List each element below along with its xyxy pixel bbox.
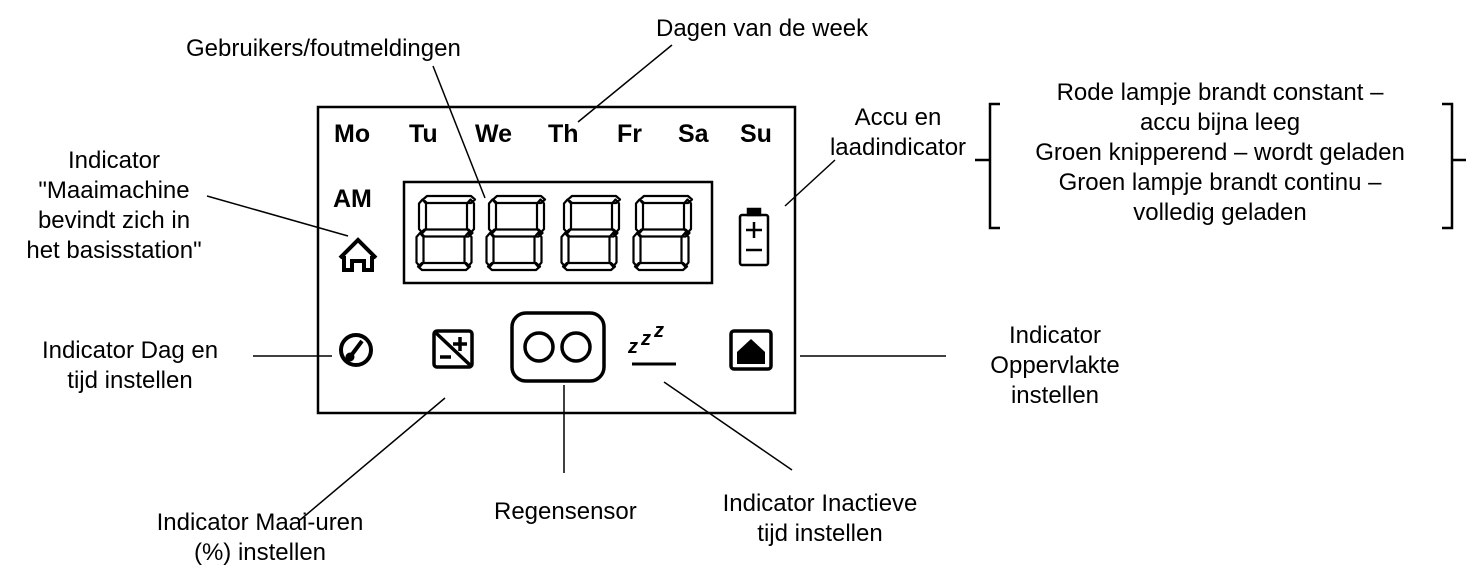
label-inactive-time: Indicator Inactieve tijd instellen [700,489,940,549]
label-battery-line2: laadindicator [829,134,967,161]
day-su: Su [740,120,772,148]
svg-text:z: z [627,336,638,358]
digit-segment [633,261,689,272]
area-icon [729,329,773,371]
label-home: Indicator "Maaimachine bevindt zich in h… [24,146,204,266]
battery-brackets [975,102,1466,230]
label-home-line2: "Maaimachine [38,177,190,204]
digit-segment [610,198,621,235]
day-th: Th [548,120,579,148]
digit-segment [485,231,495,268]
battery-state-line4: Groen lampje brandt continu – [1058,169,1382,196]
clock-icon [339,333,373,367]
day-mo: Mo [334,120,371,148]
digit-segment [680,231,690,268]
label-inactive-time-line1: Indicator Inactieve [722,490,918,517]
day-tu: Tu [409,120,438,148]
day-fr: Fr [617,120,642,148]
battery-state-line2: accu bijna leeg [1139,109,1301,136]
label-mowing-hours: Indicator Maai-uren (%) instellen [130,508,390,568]
svg-text:z: z [640,328,651,350]
label-day-time-line1: Indicator Dag en [41,337,219,364]
label-home-line1: Indicator [67,147,161,174]
label-day-time: Indicator Dag en tijd instellen [20,336,240,396]
label-mowing-hours-line2: (%) instellen [193,539,327,566]
battery-state-line3: Groen knipperend – wordt geladen [1035,139,1405,166]
digit-segment [682,198,693,235]
lcd-panel [316,105,797,415]
digit-segment [463,231,473,268]
label-home-line3: bevindt zich in [37,207,191,234]
sleep-icon: z z z [627,320,676,366]
digit-segment [416,261,472,272]
battery-state-line5: volledig geladen [1133,199,1307,226]
digit-window [402,180,714,285]
day-we: We [475,120,513,148]
leader-lines [206,44,946,521]
battery-icon [738,207,770,267]
digit-segment [562,198,573,235]
day-sa: Sa [678,120,709,148]
label-mowing-hours-line1: Indicator Maai-uren [156,509,364,536]
rain-sensor-icon [510,311,606,383]
svg-text:z: z [653,320,664,342]
digit-segment [634,198,645,235]
label-weekdays: Dagen van de week [656,15,869,42]
label-area: Indicator Oppervlakte instellen [975,321,1135,411]
digit-segment [535,198,546,235]
digit-segment [415,231,425,268]
label-battery-states: Rode lampje brandt constant – accu bijna… [1010,78,1430,228]
label-users-errors: Gebruikers/foutmeldingen [186,35,461,62]
digit-segment [608,231,618,268]
label-home-line4: het basisstation" [26,237,202,264]
digit-segment [487,198,498,235]
digit-segment [632,231,642,268]
digit-segment [417,198,428,235]
digit-segment [465,198,476,235]
label-day-time-line2: tijd instellen [67,367,193,394]
plus-minus-icon [432,329,474,369]
label-rain-sensor: Regensensor [494,498,637,525]
label-battery: Accu en laadindicator [828,103,968,163]
digit-segment [533,231,543,268]
label-area-line2: Oppervlakte [990,352,1120,379]
label-area-line1: Indicator [1008,322,1102,349]
battery-state-line1: Rode lampje brandt constant – [1056,79,1384,106]
digit-segment [560,231,570,268]
am-indicator: AM [333,185,372,213]
digit-segment [561,261,617,272]
label-battery-line1: Accu en [854,104,942,131]
label-inactive-time-line2: tijd instellen [757,520,883,547]
digit-segment [486,261,542,272]
home-icon [338,237,378,272]
seven-segment-display [415,194,694,272]
label-area-line3: instellen [1010,382,1100,409]
